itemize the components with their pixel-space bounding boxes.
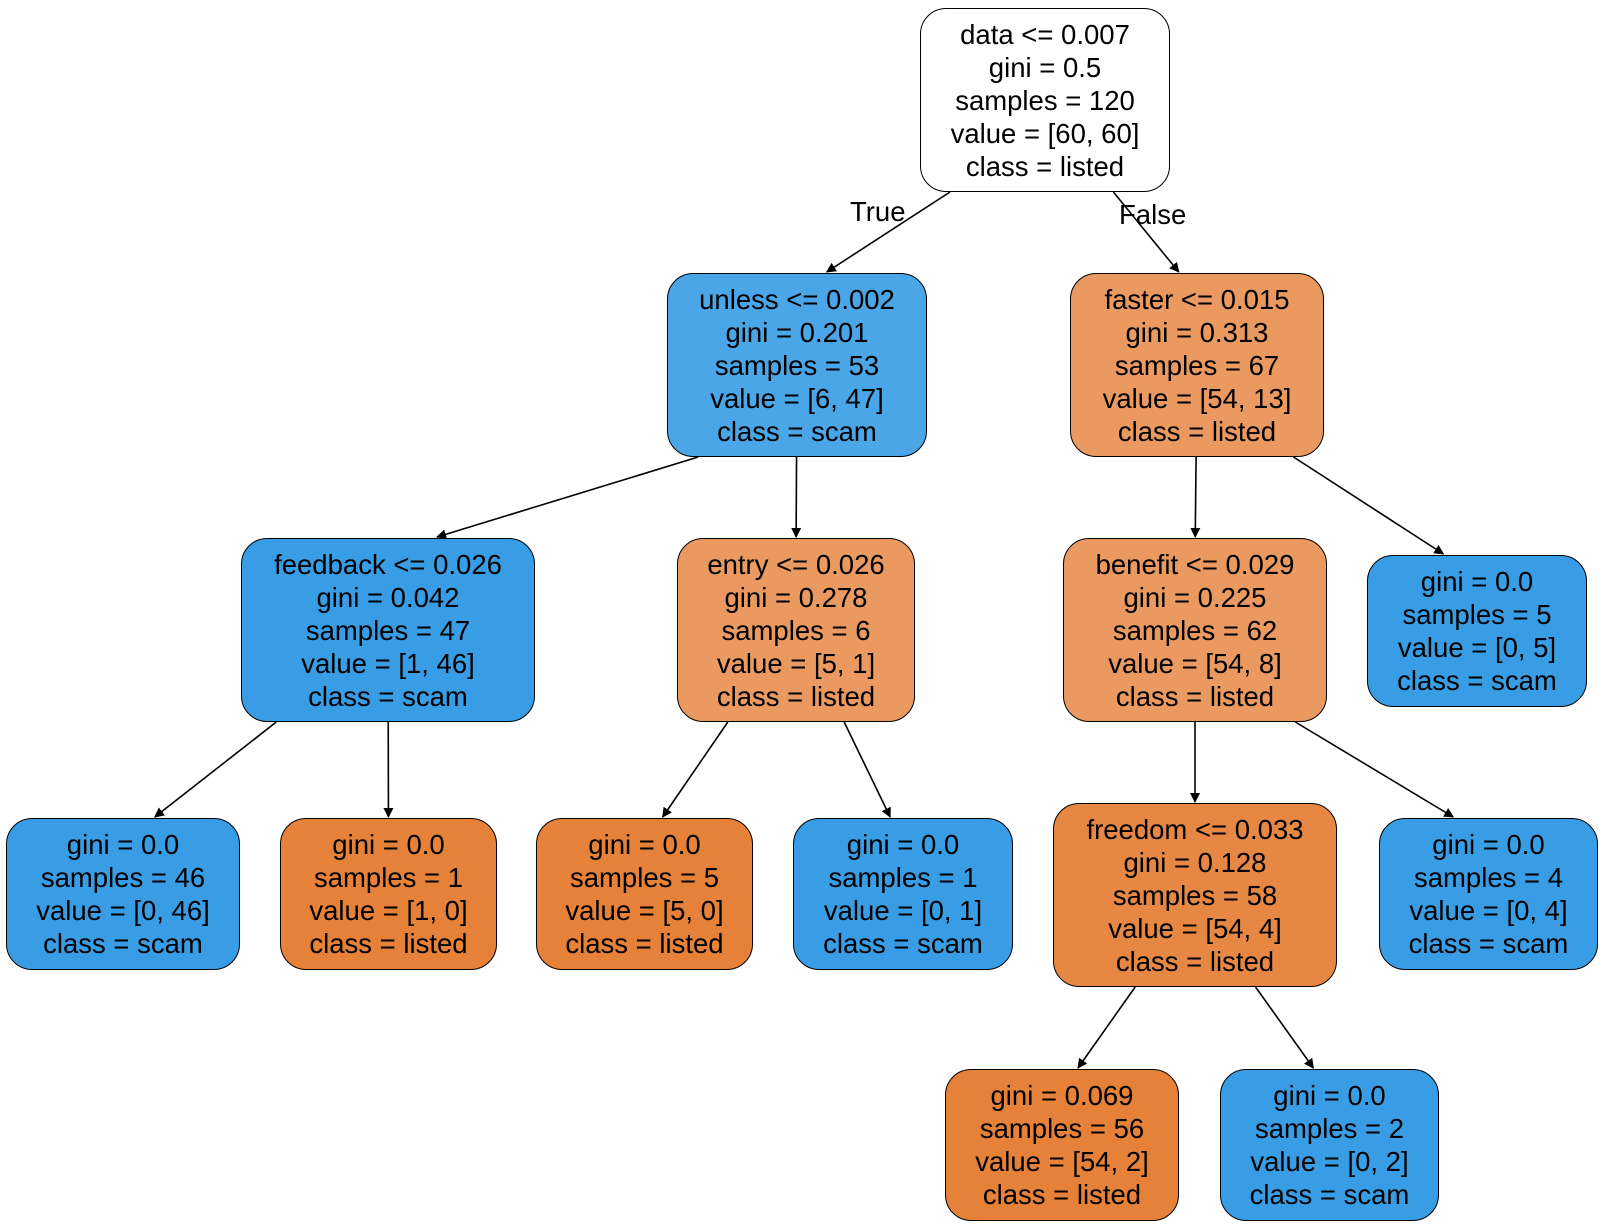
node-line: value = [0, 5] (1397, 632, 1557, 663)
node-line: samples = 5 (1402, 599, 1552, 630)
node-line: value = [54, 8] (1108, 647, 1282, 679)
node-line: gini = 0.0 (846, 829, 960, 860)
node-line: feedback <= 0.026 (274, 548, 502, 580)
edge-n5-n12 (1294, 721, 1455, 818)
node-line: gini = 0.0 (1273, 1080, 1386, 1111)
node-line: samples = 67 (1114, 349, 1280, 381)
node-line: samples = 5 (569, 862, 720, 893)
edge-n2-n6 (1293, 456, 1445, 555)
node-line: value = [0, 46] (36, 895, 210, 926)
node-line: class = scam (308, 680, 468, 712)
node-line: samples = 4 (1413, 862, 1564, 893)
node-line: samples = 1 (828, 862, 978, 893)
edge-n4-n9 (662, 721, 729, 818)
edge-n3-n7 (154, 721, 277, 818)
node-line: class = listed (309, 928, 468, 959)
node-line: value = [5, 0] (565, 895, 724, 926)
edge-n11-n13 (1077, 986, 1136, 1069)
edge-label-true: True (850, 196, 906, 227)
node-line: gini = 0.0 (332, 829, 445, 860)
node-line: value = [5, 1] (716, 647, 876, 679)
node-line: benefit <= 0.029 (1095, 548, 1295, 580)
node-line: value = [60, 60] (950, 117, 1140, 149)
node-line: value = [54, 4] (1108, 912, 1282, 944)
edges-group (154, 191, 1455, 1069)
node-line: class = scam (1249, 1179, 1410, 1210)
node-line: class = listed (1117, 415, 1277, 447)
node-line: gini = 0.5 (988, 51, 1102, 83)
node-line: value = [1, 46] (301, 647, 475, 679)
node-line: gini = 0.0 (1432, 829, 1545, 860)
node-line: gini = 0.201 (725, 316, 869, 348)
node-line: value = [54, 2] (975, 1146, 1149, 1177)
node-line: value = [0, 1] (823, 895, 983, 926)
edge-n2-n5 (1190, 456, 1201, 538)
node-line: entry <= 0.026 (707, 548, 885, 580)
node-line: samples = 47 (305, 614, 471, 646)
node-line: value = [0, 4] (1409, 895, 1568, 926)
node-line: class = listed (565, 928, 724, 959)
edge-n11-n14 (1254, 986, 1315, 1069)
node-line: samples = 46 (40, 862, 206, 893)
node-line: gini = 0.128 (1123, 846, 1267, 878)
node-line: gini = 0.069 (990, 1080, 1134, 1111)
node-line: unless <= 0.002 (699, 283, 895, 315)
node-line: gini = 0.0 (588, 829, 701, 860)
node-line: samples = 120 (955, 84, 1135, 116)
node-line: value = [54, 13] (1102, 382, 1292, 414)
node-line: value = [1, 0] (309, 895, 468, 926)
node-line: class = listed (1115, 680, 1275, 712)
edge-n0-n1 (825, 191, 951, 273)
node-line: gini = 0.225 (1123, 581, 1267, 613)
node-line: class = scam (823, 928, 983, 959)
node-line: class = listed (982, 1179, 1142, 1210)
node-line: gini = 0.278 (724, 581, 868, 613)
node-line: faster <= 0.015 (1104, 283, 1290, 315)
node-line: gini = 0.0 (1420, 566, 1534, 597)
node-line: data <= 0.007 (960, 18, 1130, 50)
node-line: value = [6, 47] (710, 382, 884, 414)
node-line: class = scam (1408, 928, 1569, 959)
node-line: class = listed (965, 150, 1125, 182)
node-line: samples = 58 (1112, 879, 1278, 911)
node-line: samples = 56 (979, 1113, 1145, 1144)
node-line: class = scam (717, 415, 877, 447)
node-line: class = listed (716, 680, 876, 712)
node-line: class = scam (43, 928, 203, 959)
node-line: samples = 53 (714, 349, 880, 381)
edge-n4-n10 (843, 721, 891, 818)
node-line: samples = 62 (1112, 614, 1278, 646)
node-line: freedom <= 0.033 (1086, 813, 1304, 845)
node-line: gini = 0.042 (316, 581, 460, 613)
edge-label-false: False (1119, 199, 1187, 230)
node-line: class = listed (1115, 945, 1275, 977)
node-line: gini = 0.0 (66, 829, 180, 860)
node-line: samples = 2 (1254, 1113, 1405, 1144)
node-line: class = scam (1397, 665, 1557, 696)
node-line: samples = 1 (313, 862, 464, 893)
node-line: value = [0, 2] (1250, 1146, 1409, 1177)
edge-n0-n2 (1112, 191, 1180, 273)
node-line: gini = 0.313 (1125, 316, 1269, 348)
node-line: samples = 6 (721, 614, 871, 646)
edge-n1-n3 (436, 456, 699, 540)
